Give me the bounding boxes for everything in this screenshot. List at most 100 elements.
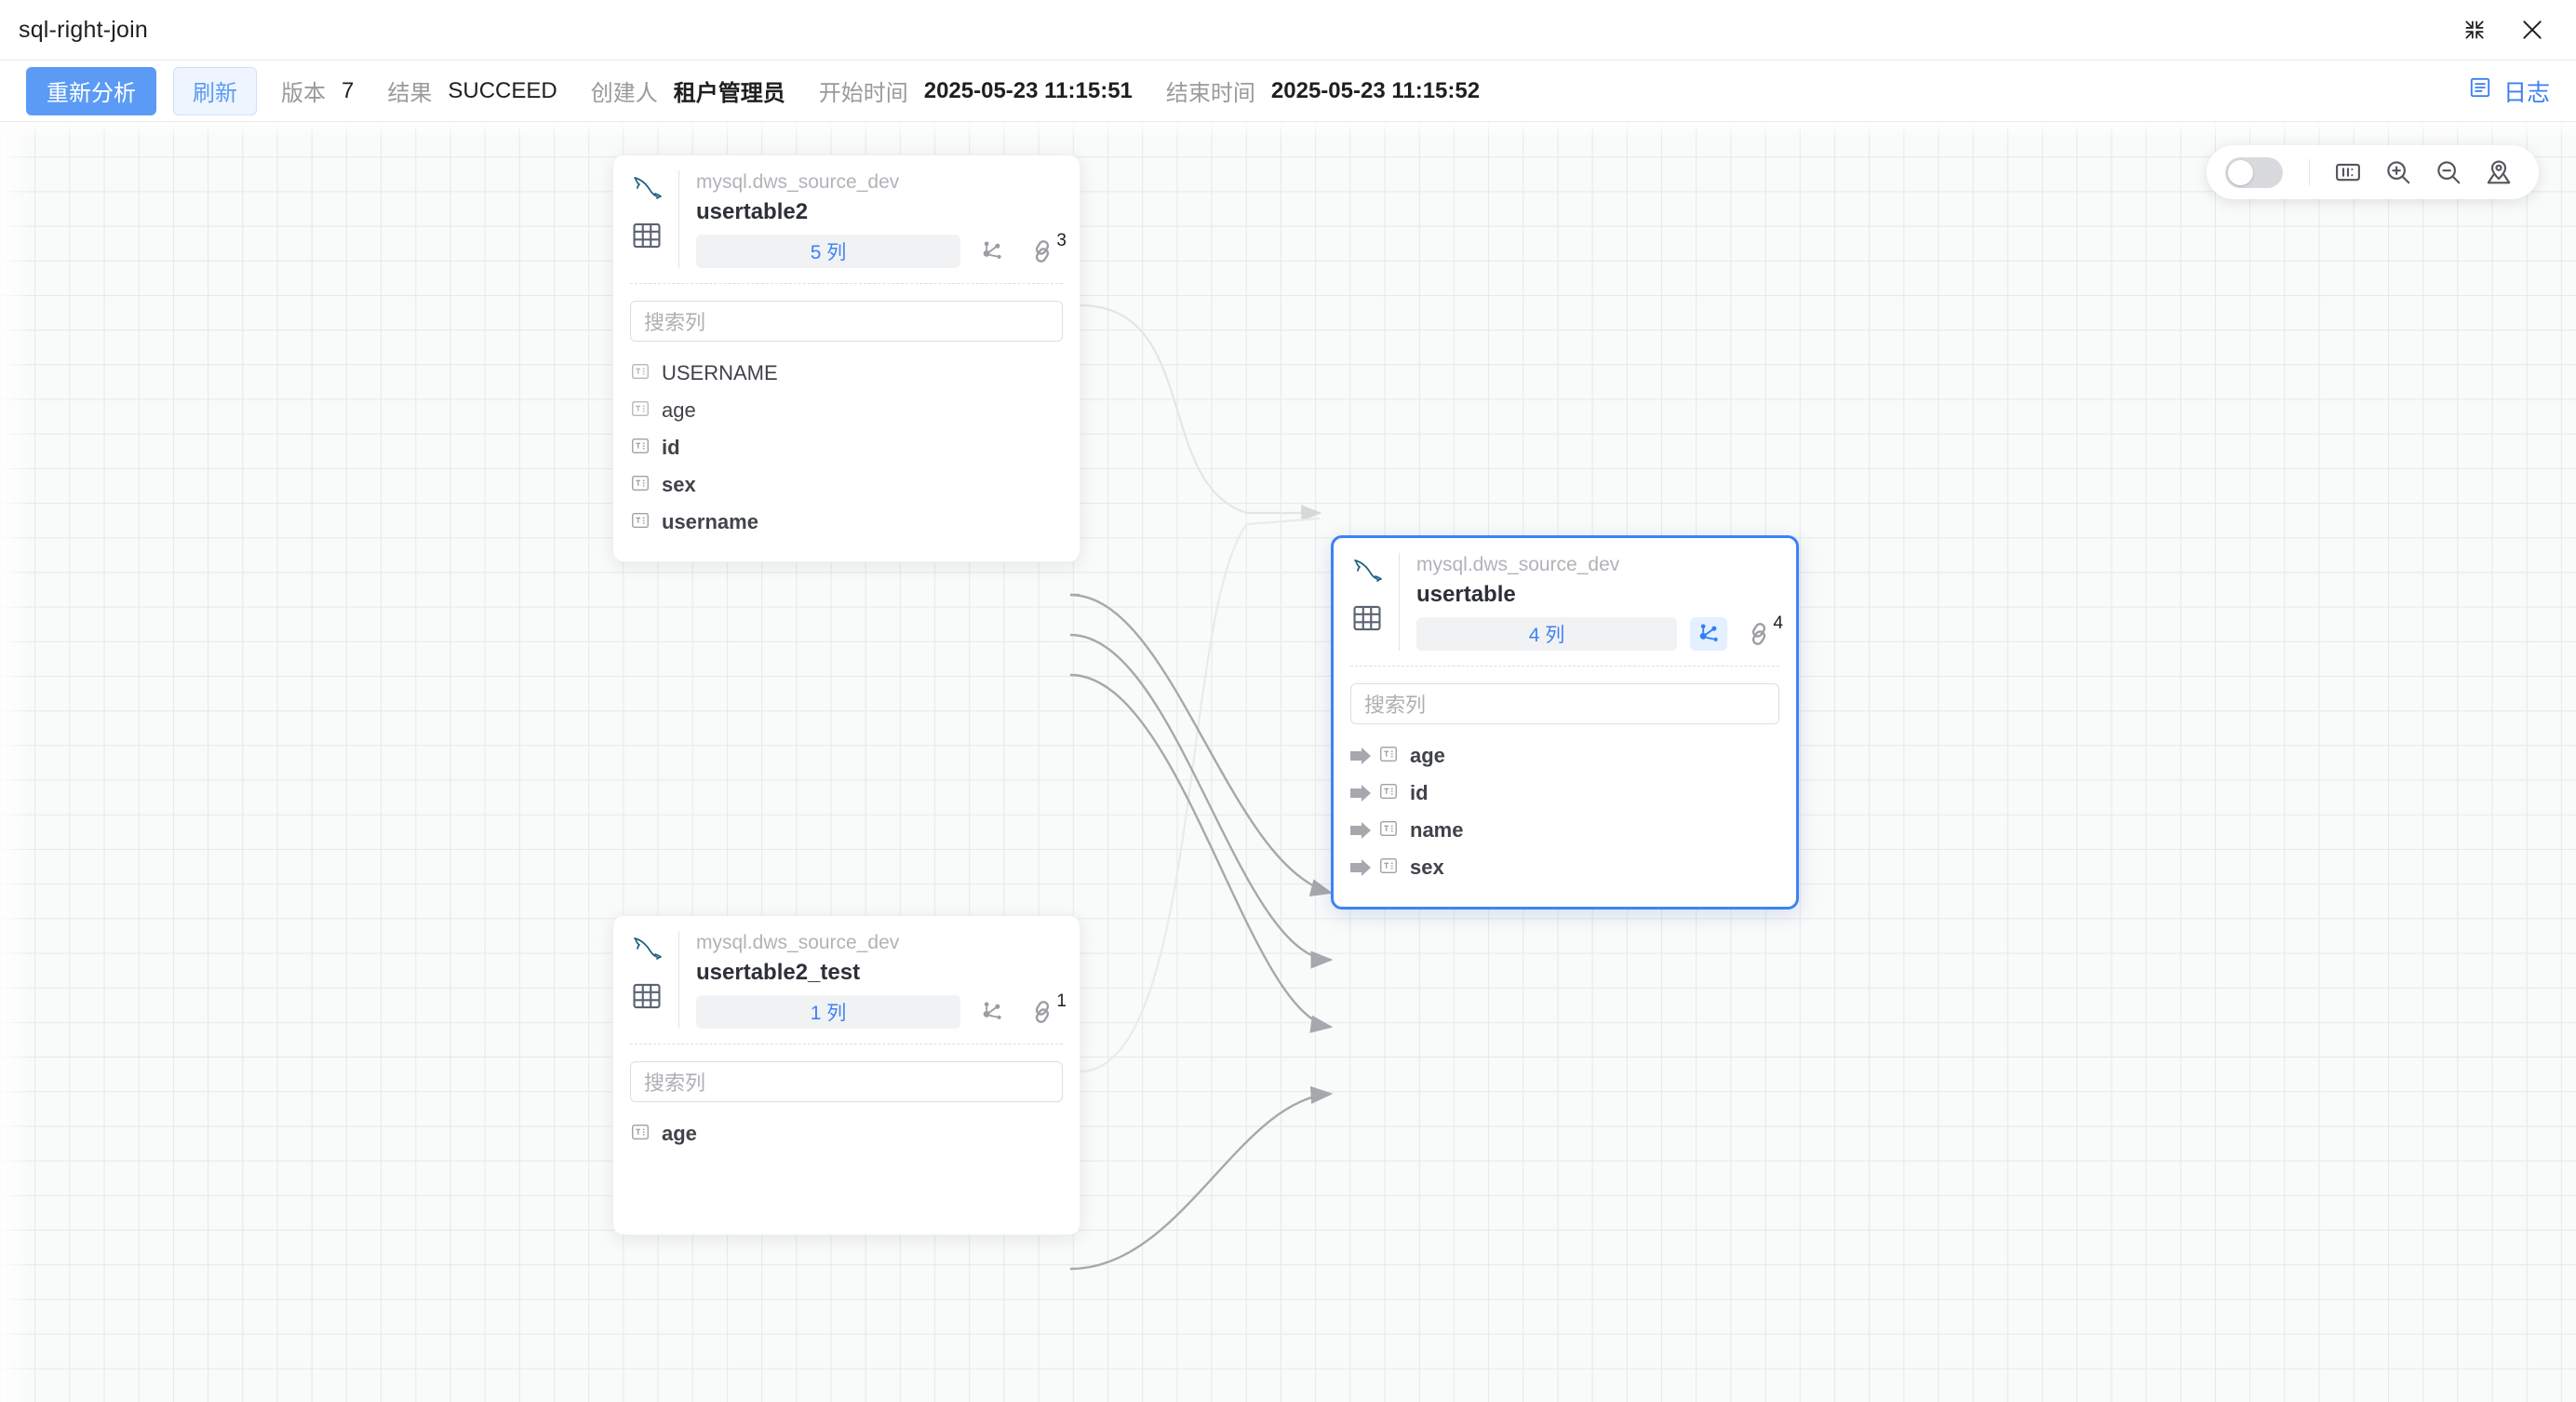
inbound-arrow-icon — [1350, 785, 1371, 802]
column-name: sex — [1410, 856, 1444, 880]
end-time-label: 结束时间 — [1165, 81, 1255, 106]
column-type-icon — [630, 510, 651, 535]
column-type-icon — [630, 398, 651, 424]
version-value: 7 — [342, 77, 355, 103]
column-row[interactable]: sex — [630, 466, 1063, 504]
column-type-icon — [1378, 744, 1399, 769]
node-header: mysql.dws_source_dev usertable2_test 1 列 — [613, 916, 1080, 1038]
close-icon[interactable] — [2516, 14, 2548, 46]
search-input[interactable]: 搜索列 — [630, 301, 1063, 343]
chain-link-icon[interactable]: 4 — [1740, 613, 1783, 651]
column-row[interactable]: username — [630, 504, 1063, 541]
column-row[interactable]: id — [630, 429, 1063, 466]
column-row[interactable]: USERNAME — [630, 355, 1063, 392]
column-name: age — [662, 1122, 697, 1146]
column-name: age — [662, 398, 696, 423]
creator-label: 创建人 — [590, 81, 658, 106]
window-actions — [2459, 14, 2548, 46]
column-row[interactable]: age — [630, 392, 1063, 429]
node-table-name: usertable — [1416, 582, 1516, 608]
table-node-usertable2[interactable]: mysql.dws_source_dev usertable2 5 列 — [612, 155, 1080, 563]
node-header: mysql.dws_source_dev usertable 4 列 — [1334, 538, 1796, 660]
column-type-icon — [1378, 781, 1399, 806]
column-count-badge[interactable]: 4 列 — [1416, 617, 1677, 652]
search-input[interactable]: 搜索列 — [1350, 683, 1779, 725]
column-row[interactable]: name — [1350, 812, 1779, 849]
lineage-graph-icon[interactable] — [1690, 617, 1727, 652]
minimap-toggle[interactable] — [2225, 156, 2283, 188]
column-row[interactable]: id — [1350, 775, 1779, 812]
result-label: 结果 — [387, 81, 433, 106]
chain-link-icon[interactable]: 1 — [1024, 991, 1067, 1029]
column-list: USERNAME age id sex — [613, 342, 1080, 561]
node-schema: mysql.dws_source_dev — [696, 932, 900, 953]
table-grid-icon — [1351, 602, 1383, 639]
column-row[interactable]: age — [1350, 737, 1779, 775]
table-grid-icon — [631, 980, 663, 1017]
zoom-out-icon[interactable] — [2427, 151, 2470, 194]
column-row[interactable]: age — [630, 1115, 1063, 1153]
column-row[interactable]: sex — [1350, 849, 1779, 886]
table-node-usertable2-test[interactable]: mysql.dws_source_dev usertable2_test 1 列 — [612, 915, 1080, 1236]
node-table-name: usertable2_test — [696, 960, 861, 986]
table-node-usertable[interactable]: mysql.dws_source_dev usertable 4 列 — [1331, 535, 1799, 910]
end-time-value: 2025-05-23 11:15:52 — [1270, 77, 1481, 103]
inbound-arrow-icon — [1350, 859, 1371, 877]
window-title-bar: sql-right-join — [0, 0, 2576, 61]
fit-to-screen-icon[interactable] — [2327, 151, 2369, 194]
creator-value: 租户管理员 — [673, 81, 785, 106]
node-table-name: usertable2 — [696, 199, 809, 225]
page-title: sql-right-join — [19, 16, 148, 43]
chain-link-icon[interactable]: 3 — [1024, 231, 1067, 268]
lineage-edges — [1069, 303, 1334, 1271]
link-count-badge: 1 — [1056, 991, 1067, 1012]
lineage-canvas[interactable]: mysql.dws_source_dev usertable2 5 列 — [0, 122, 2576, 1402]
log-button[interactable]: 日志 — [2468, 74, 2550, 108]
refresh-button[interactable]: 刷新 — [173, 66, 257, 115]
column-list: age — [613, 1102, 1080, 1234]
result-value: SUCCEED — [448, 77, 557, 103]
reanalyze-button[interactable]: 重新分析 — [26, 66, 156, 115]
inbound-arrow-icon — [1350, 822, 1371, 840]
link-count-badge: 4 — [1773, 613, 1783, 634]
search-input[interactable]: 搜索列 — [630, 1061, 1063, 1103]
node-info: mysql.dws_source_dev usertable2 5 列 — [696, 170, 1067, 269]
column-type-icon — [630, 473, 651, 498]
lineage-graph-icon[interactable] — [973, 235, 1011, 268]
node-icon-column — [630, 931, 679, 1030]
node-icon-column — [630, 170, 679, 269]
collapse-arrows-icon[interactable] — [2459, 14, 2490, 46]
column-name: sex — [662, 473, 696, 497]
column-count-badge[interactable]: 5 列 — [696, 235, 960, 269]
node-divider — [630, 283, 1063, 285]
lineage-graph-icon[interactable] — [973, 995, 1011, 1029]
node-schema: mysql.dws_source_dev — [1416, 554, 1620, 575]
document-lines-icon — [2468, 75, 2492, 106]
node-header: mysql.dws_source_dev usertable2 5 列 — [613, 155, 1080, 277]
node-meta-row: 4 列 — [1416, 613, 1783, 652]
node-meta-row: 1 列 — [696, 991, 1067, 1030]
column-name: name — [1410, 818, 1464, 843]
zoom-in-icon[interactable] — [2377, 151, 2420, 194]
column-type-icon — [630, 361, 651, 386]
action-toolbar: 重新分析 刷新 版本 7 结果 SUCCEED 创建人 租户管理员 开始时间 2… — [0, 61, 2576, 122]
inbound-arrow-icon — [1350, 748, 1371, 765]
start-time-label: 开始时间 — [818, 81, 908, 106]
column-list: age id name — [1334, 724, 1796, 907]
column-type-icon — [1378, 818, 1399, 843]
column-name: USERNAME — [662, 361, 778, 385]
start-time-value: 2025-05-23 11:15:51 — [923, 77, 1133, 103]
node-schema: mysql.dws_source_dev — [696, 171, 900, 193]
column-type-icon — [630, 1122, 651, 1147]
log-button-label: 日志 — [2502, 79, 2550, 106]
column-type-icon — [1378, 856, 1399, 881]
node-divider — [1350, 666, 1779, 667]
mysql-dolphin-icon — [1350, 557, 1384, 591]
column-name: id — [662, 436, 680, 460]
node-icon-column — [1350, 553, 1400, 652]
table-grid-icon — [631, 220, 663, 256]
map-pin-locate-icon[interactable] — [2477, 151, 2520, 194]
column-name: username — [662, 510, 758, 534]
mysql-dolphin-icon — [630, 174, 664, 209]
column-count-badge[interactable]: 1 列 — [696, 995, 960, 1030]
